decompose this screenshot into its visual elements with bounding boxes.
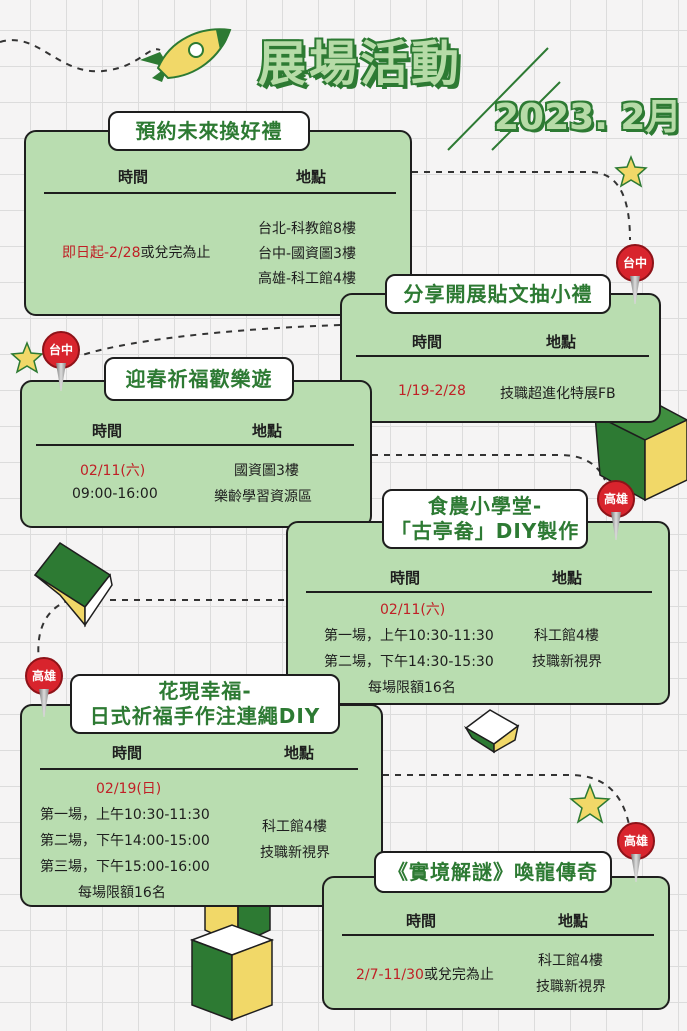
diagonal-line-2 (491, 81, 561, 151)
event-title-6: 《實境解謎》喚龍傳奇 (374, 851, 612, 893)
pin-label: 高雄 (25, 657, 63, 695)
place-header: 地點 (546, 333, 577, 351)
pin-label: 台中 (616, 244, 654, 282)
event-title-4: 食農小學堂- 「古亭畚」DIY製作 (382, 489, 588, 549)
dashed-path-1 (0, 39, 161, 73)
event-time: 2/7-11/30或兌完為止 (356, 967, 494, 983)
cube-icon (189, 924, 275, 1022)
time-header: 時間 (112, 744, 143, 762)
event-time: 第二場，下午14:00-15:00 (40, 833, 210, 849)
place-header: 地點 (558, 912, 589, 930)
event-time: 第一場，上午10:30-11:30 (40, 807, 210, 823)
divider (40, 768, 358, 770)
event-title-1: 預約未來換好禮 (108, 111, 310, 151)
event-card-4: 時間 地點 02/11(六) 第一場，上午10:30-11:30 第二場，下午1… (286, 521, 670, 705)
event-place: 樂齡學習資源區 (214, 489, 312, 505)
dashed-path-2 (412, 171, 631, 241)
event-time: 第三場，下午15:00-16:00 (40, 859, 210, 875)
pin-label: 高雄 (617, 822, 655, 860)
event-note: 每場限額16名 (368, 680, 456, 696)
time-header: 時間 (92, 422, 123, 440)
time-header: 時間 (406, 912, 437, 930)
time-header: 時間 (412, 333, 443, 351)
divider (356, 355, 649, 357)
page-title: 展場活動 (258, 36, 463, 92)
star-icon (614, 154, 648, 188)
event-time: 09:00-16:00 (72, 486, 158, 502)
event-card-1: 時間 地點 即日起-2/28或兌完為止 台北-科教館8樓 台中-國資圖3樓 高雄… (24, 130, 412, 316)
event-card-3: 時間 地點 02/11(六) 09:00-16:00 國資圖3樓 樂齡學習資源區 (20, 380, 372, 528)
dashed-path-3 (69, 324, 341, 361)
divider (342, 934, 654, 936)
event-place: 國資圖3樓 (234, 463, 299, 479)
event-title-5: 花現幸福- 日式祈福手作注連繩DIY (70, 674, 340, 734)
place-header: 地點 (284, 744, 315, 762)
map-pin-icon: 高雄 (617, 822, 657, 882)
event-time: 第一場，上午10:30-11:30 (324, 628, 494, 644)
star-icon (10, 340, 44, 374)
rocket-icon (140, 28, 232, 82)
time-header: 時間 (118, 168, 149, 186)
event-note: 每場限額16名 (78, 885, 166, 901)
time-header: 時間 (390, 569, 421, 587)
event-place: 高雄-科工館4樓 (258, 271, 356, 287)
event-place: 台中-國資圖3樓 (258, 246, 356, 262)
divider (36, 444, 354, 446)
event-card-2: 時間 地點 1/19-2/28 技職超進化特展FB (340, 293, 661, 423)
place-header: 地點 (552, 569, 583, 587)
cube-icon (33, 542, 113, 628)
place-header: 地點 (296, 168, 327, 186)
event-place: 技職超進化特展FB (500, 386, 616, 402)
event-place: 技職新視界 (260, 845, 330, 861)
dashed-path-7 (383, 774, 631, 831)
page-date: 2023. 2月 (494, 97, 682, 138)
event-time: 1/19-2/28 (398, 383, 466, 399)
event-place: 科工館4樓 (538, 953, 603, 969)
event-card-5: 時間 地點 02/19(日) 第一場，上午10:30-11:30 第二場，下午1… (20, 704, 383, 907)
cube-icon (593, 394, 687, 502)
pin-label: 高雄 (597, 480, 635, 518)
map-pin-icon: 高雄 (597, 480, 637, 540)
place-header: 地點 (252, 422, 283, 440)
event-title-2: 分享開展貼文抽小禮 (385, 274, 611, 314)
event-title-3: 迎春祈福歡樂遊 (104, 357, 294, 401)
cube-icon (463, 709, 520, 754)
dashed-path-4 (372, 454, 606, 481)
event-time: 02/11(六) (80, 463, 146, 479)
event-place: 技職新視界 (536, 979, 606, 995)
map-pin-icon: 台中 (616, 244, 656, 304)
event-place: 技職新視界 (532, 654, 602, 670)
map-pin-icon: 高雄 (25, 657, 65, 717)
divider (44, 192, 396, 194)
event-place: 台北-科教館8樓 (258, 221, 356, 237)
event-card-6: 時間 地點 2/7-11/30或兌完為止 科工館4樓 技職新視界 (322, 876, 670, 1010)
divider (306, 591, 652, 593)
event-place: 科工館4樓 (534, 628, 599, 644)
star-icon (569, 782, 611, 824)
event-date: 02/19(日) (96, 781, 162, 797)
event-place: 科工館4樓 (262, 819, 327, 835)
event-time: 即日起-2/28或兌完為止 (62, 245, 211, 261)
diagonal-line-1 (447, 47, 549, 151)
event-time: 第二場，下午14:30-15:30 (324, 654, 494, 670)
map-pin-icon: 台中 (42, 331, 82, 391)
event-date: 02/11(六) (380, 602, 446, 618)
